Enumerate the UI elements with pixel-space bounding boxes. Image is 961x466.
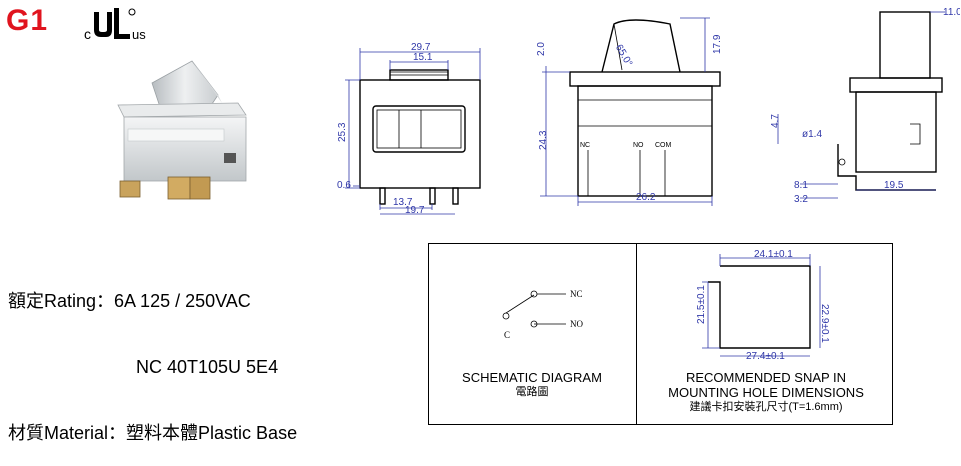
- material-value: 塑料本體Plastic Base: [126, 423, 298, 443]
- cert-us-label: us: [132, 27, 146, 42]
- mount-top-dim: 24.1±0.1: [754, 249, 793, 260]
- rating-label: 額定Rating：: [8, 291, 115, 311]
- mounting-title-1: RECOMMENDED SNAP IN: [685, 370, 847, 385]
- material-label: 材質Material：: [8, 423, 127, 443]
- schematic-no-label: NO: [570, 319, 583, 329]
- mount-bottom-dim: 27.4±0.1: [746, 351, 785, 362]
- end-d1-dim: 8.1: [794, 180, 808, 191]
- mounting-title-2: MOUNTING HOLE DIMENSIONS: [668, 385, 864, 400]
- front-pin-a-dim: 13.7: [393, 197, 413, 208]
- diagram-panel: [428, 243, 893, 425]
- side-width-dim: 26.2: [636, 192, 656, 203]
- side-top-dim: 2.0: [536, 42, 547, 56]
- cert-c-label: c: [84, 26, 91, 42]
- mount-right-dim: 22.9±0.1: [819, 304, 830, 343]
- front-offset-dim: 0.6: [337, 180, 351, 191]
- product-photo: [117, 60, 247, 200]
- rating-value: 6A 125 / 250VAC: [114, 291, 251, 311]
- end-d2-dim: 3.2: [794, 194, 808, 205]
- end-top-dim: 11.0: [943, 7, 960, 18]
- ul-certification-icon: c us: [84, 8, 146, 42]
- side-total-dim: 17.9: [712, 34, 723, 54]
- schematic-nc-label: NC: [570, 289, 583, 299]
- mount-left-dim: 21.5±0.1: [696, 285, 707, 324]
- rating-value-2: NC 40T105U 5E4: [136, 357, 279, 377]
- schematic-title: SCHEMATIC DIAGRAM: [462, 370, 602, 385]
- front-pin-b-dim: 19.7: [405, 205, 425, 215]
- schematic-c-label: C: [504, 330, 510, 340]
- side-terminal-com: COM: [655, 142, 672, 149]
- front-height-dim: 25.3: [337, 122, 348, 142]
- model-title: G1: [6, 4, 49, 37]
- front-width-dim: 29.7: [411, 42, 431, 53]
- end-view-drawing: 11.0 4.7 ø1.4 8.1 3.2 19.5: [770, 7, 960, 205]
- mounting-title-cn: 建議卡扣安裝孔尺寸(T=1.6mm): [689, 401, 843, 413]
- schematic-title-cn: 電路圖: [515, 386, 549, 398]
- side-terminal-no: NO: [633, 142, 644, 149]
- end-left-dim: 4.7: [770, 114, 781, 128]
- end-width-dim: 19.5: [884, 180, 904, 191]
- front-view-drawing: 29.7 15.1 25.3 0.6 13.7 19.7: [337, 42, 481, 215]
- side-angle-dim: 65.0°: [613, 43, 634, 69]
- panel-divider: [636, 243, 637, 425]
- front-top-width-dim: 15.1: [413, 52, 433, 63]
- schematic-symbol: NC NO C: [502, 289, 583, 340]
- side-body-dim: 24.3: [538, 130, 549, 150]
- end-hole-dim: ø1.4: [802, 129, 822, 140]
- side-terminal-nc: NC: [580, 142, 590, 149]
- side-view-drawing: NC NO COM 65.0° 2.0 17.9 24.3 26.2: [536, 17, 723, 206]
- mounting-hole-drawing: 24.1±0.1 21.5±0.1 22.9±0.1 27.4±0.1: [696, 249, 830, 362]
